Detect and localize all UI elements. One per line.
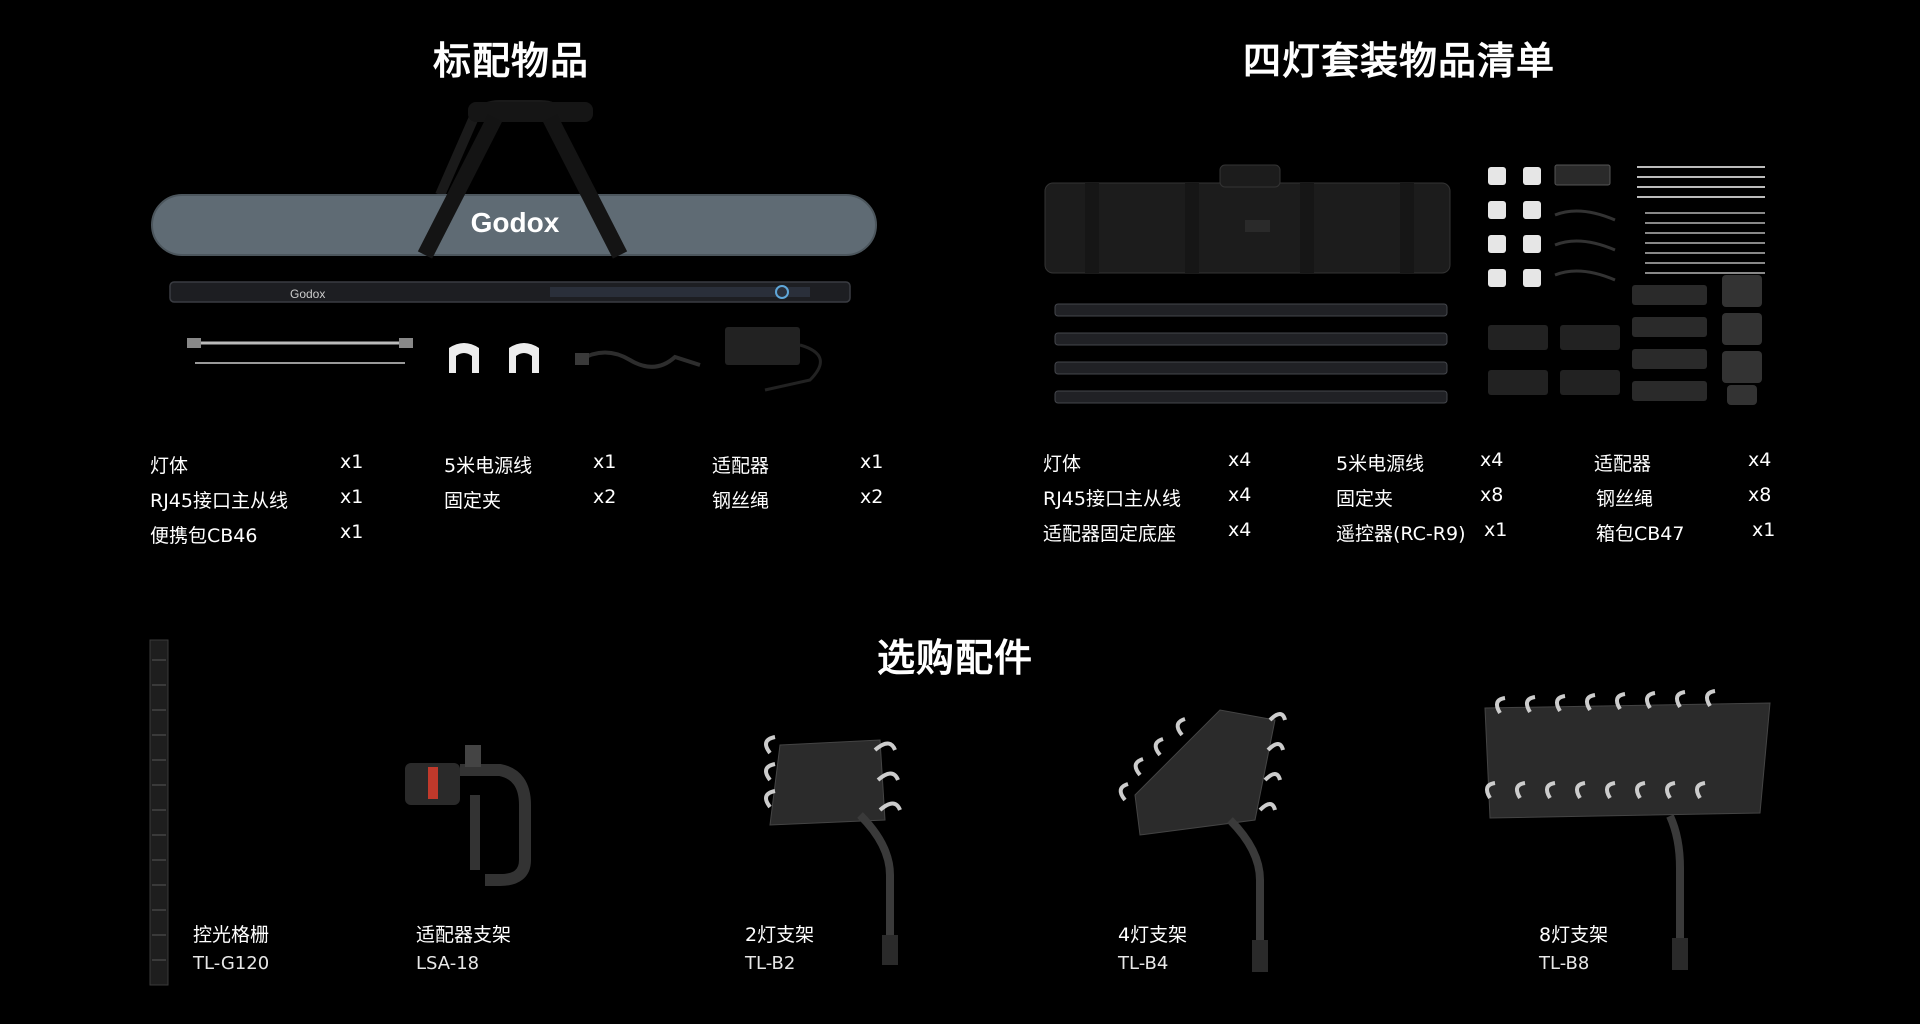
stand-tl-b2-image xyxy=(764,735,902,965)
accessory-model: LSA-18 xyxy=(416,953,480,974)
accessory-name: 8灯支架 xyxy=(1539,924,1609,946)
accessory-model: TL-B2 xyxy=(745,953,796,974)
list-item-name: 5米电源线 xyxy=(1336,453,1425,475)
list-item-name: 固定夹 xyxy=(444,490,502,512)
light-tube-image: Godox xyxy=(169,281,851,303)
grid-tl-g120-image xyxy=(149,639,169,986)
accessory-model: TL-B8 xyxy=(1539,953,1590,974)
kit-clamps-image xyxy=(1488,167,1541,287)
accessory-name: 适配器支架 xyxy=(416,924,512,946)
adapter-image xyxy=(725,327,822,392)
accessory-tl-b4: 4灯支架 TL-B4 xyxy=(1118,920,1187,974)
kit-adapters-image xyxy=(1488,325,1620,395)
bag-logo: Godox xyxy=(471,207,560,238)
accessory-name: 控光格栅 xyxy=(193,924,270,946)
light-logo: Godox xyxy=(290,287,325,301)
list-item-qty: x1 xyxy=(593,451,617,473)
accessory-lsa-18: 适配器支架 LSA-18 xyxy=(416,920,511,974)
list-item-name: RJ45接口主从线 xyxy=(150,490,288,512)
list-item-qty: x8 xyxy=(1480,484,1504,506)
list-item-qty: x1 xyxy=(1752,519,1776,541)
accessory-model: TL-B4 xyxy=(1118,953,1169,974)
accessory-name: 4灯支架 xyxy=(1118,924,1188,946)
list-item-qty: x2 xyxy=(860,486,884,508)
carry-bag-image: Godox xyxy=(151,100,877,259)
optional-title: 选购配件 xyxy=(877,636,1034,680)
list-item-qty: x4 xyxy=(1228,484,1252,506)
accessory-tl-g120: 控光格栅 TL-G120 xyxy=(193,920,269,974)
list-item-name: 便携包CB46 xyxy=(150,525,258,547)
clamps-image xyxy=(449,343,539,373)
list-item-name: 钢丝绳 xyxy=(1596,488,1654,510)
list-item-name: 5米电源线 xyxy=(444,455,533,477)
list-item-qty: x4 xyxy=(1228,449,1252,471)
list-item-name: 遥控器(RC-R9) xyxy=(1336,523,1466,545)
list-item-qty: x1 xyxy=(340,486,364,508)
list-item-qty: x1 xyxy=(860,451,884,473)
kit-adapter-bases-image xyxy=(1632,275,1762,405)
accessory-tl-b2: 2灯支架 TL-B2 xyxy=(745,920,814,974)
accessory-model: TL-G120 xyxy=(193,953,270,974)
adapter-bracket-lsa18-image xyxy=(405,745,531,886)
list-item-name: 钢丝绳 xyxy=(712,490,770,512)
list-item-qty: x2 xyxy=(593,486,617,508)
list-item-name: RJ45接口主从线 xyxy=(1043,488,1181,510)
list-item-qty: x4 xyxy=(1228,519,1252,541)
accessory-name: 2灯支架 xyxy=(745,924,815,946)
list-item-name: 箱包CB47 xyxy=(1596,523,1685,545)
list-item-qty: x1 xyxy=(1484,519,1508,541)
list-item-qty: x8 xyxy=(1748,484,1772,506)
accessory-tl-b8: 8灯支架 TL-B8 xyxy=(1539,920,1608,974)
list-item-qty: x4 xyxy=(1480,449,1504,471)
list-item-qty: x1 xyxy=(340,451,364,473)
stand-tl-b4-image xyxy=(1118,709,1287,972)
cables-image xyxy=(187,338,413,364)
list-item-name: 适配器 xyxy=(1594,453,1652,475)
power-cord-image xyxy=(575,350,701,369)
list-item-name: 灯体 xyxy=(1043,453,1082,475)
hard-case-image xyxy=(1044,164,1451,274)
list-item-name: 适配器 xyxy=(712,455,770,477)
list-item-qty: x1 xyxy=(340,521,364,543)
list-item-name: 固定夹 xyxy=(1336,488,1394,510)
standard-title: 标配物品 xyxy=(433,39,590,83)
list-item-qty: x4 xyxy=(1748,449,1772,471)
stand-tl-b8-image xyxy=(1484,689,1771,970)
kit-cables-image xyxy=(1554,164,1765,282)
list-item-name: 灯体 xyxy=(150,455,189,477)
list-item-name: 适配器固定底座 xyxy=(1043,523,1177,545)
kit-light-tubes-image xyxy=(1054,303,1448,404)
kit-title: 四灯套装物品清单 xyxy=(1243,39,1556,83)
